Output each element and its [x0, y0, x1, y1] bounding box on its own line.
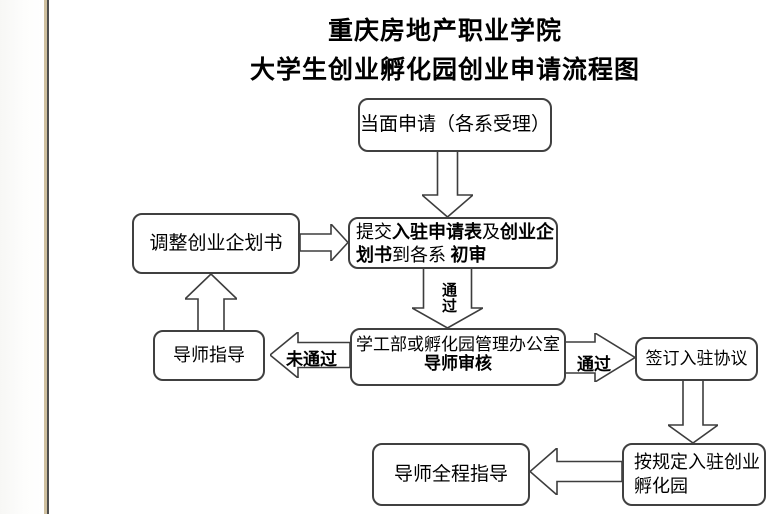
node-submit-box: 提交入驻申请表及创业企划书到各系 初审: [348, 217, 558, 269]
node-review-box: 学工部或孵化园管理办公室 导师审核: [350, 328, 566, 386]
arrow-adjust-to-submit-right-icon: [300, 224, 348, 261]
node-sign-box: 签订入驻协议: [635, 337, 758, 381]
node-settle-label: 按规定入驻创业孵化园: [634, 452, 760, 496]
arrow-review-to-sign-right-icon: [565, 333, 635, 382]
node-fullguide-box: 导师全程指导: [372, 443, 530, 506]
node-mentor-label: 导师指导: [173, 345, 245, 366]
label-fail: 未通过: [286, 350, 337, 369]
page-edge-dark-line: [47, 0, 49, 514]
node-submit-seg6: 初审: [450, 245, 487, 265]
label-pass: 通过: [577, 355, 611, 374]
node-submit-seg2: 入驻申请表: [392, 222, 482, 242]
arrow-sign-to-settle-down-icon: [668, 380, 718, 443]
doc-title-line1: 重庆房地产职业学院: [327, 18, 562, 45]
node-review-line1: 学工部或孵化园管理办公室: [356, 335, 560, 354]
arrow-review-to-mentor-left-icon: [270, 332, 350, 378]
node-review-line2: 导师审核: [424, 354, 492, 373]
node-submit-seg5: 到各系: [392, 245, 451, 265]
arrow-mentor-to-adjust-up-icon: [185, 274, 237, 331]
node-submit-seg4: 创业企划书: [356, 222, 554, 265]
page-edge-tan-line: [44, 0, 47, 514]
node-sign-label: 签订入驻协议: [645, 349, 748, 369]
node-submit-seg3: 及: [482, 222, 500, 242]
node-apply-box: 当面申请（各系受理）: [358, 98, 552, 152]
node-mentor-box: 导师指导: [153, 330, 265, 381]
label-pass-vertical: 通过: [441, 283, 457, 315]
node-settle-box: 按规定入驻创业孵化园: [622, 443, 766, 506]
node-apply-label: 当面申请（各系受理）: [360, 114, 551, 136]
arrow-apply-to-submit-down-icon: [422, 150, 473, 217]
page-left-shadow: [0, 0, 44, 514]
node-submit-seg1: 提交: [356, 222, 392, 242]
doc-title-line2: 大学生创业孵化园创业申请流程图: [249, 57, 640, 84]
arrow-submit-to-review-down-icon: [412, 268, 483, 328]
node-adjust-label: 调整创业企划书: [149, 232, 283, 254]
node-adjust-box: 调整创业企划书: [132, 213, 300, 274]
arrow-settle-to-fullguide-left-icon: [530, 448, 622, 495]
node-fullguide-label: 导师全程指导: [393, 463, 508, 485]
